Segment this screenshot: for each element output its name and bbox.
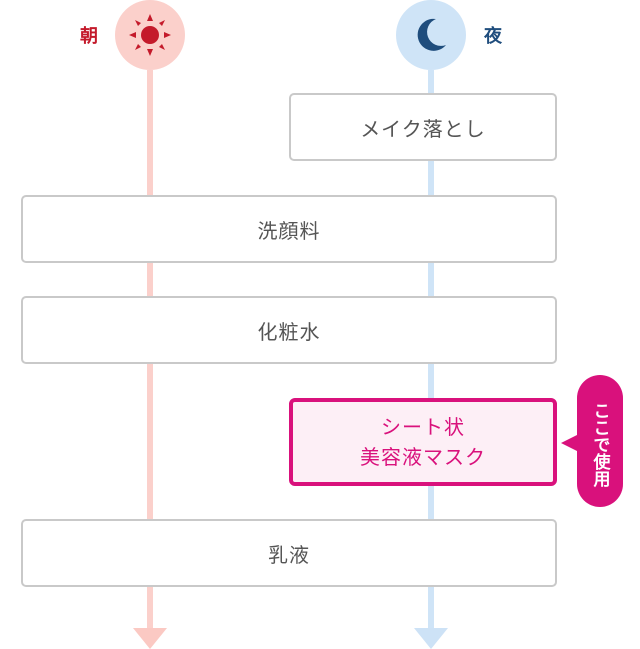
step-face-wash-label: 洗顔料 [257, 218, 321, 243]
badge-pointer-icon [561, 434, 579, 452]
use-here-badge-text: ここで使用 [589, 401, 610, 487]
night-arrow-down-icon [414, 628, 448, 649]
step-makeup-removal-label: メイク落とし [360, 116, 486, 141]
night-label: 夜 [484, 26, 502, 47]
step-sheet-mask-line1: シート状 [381, 415, 465, 439]
step-milk-label: 乳液 [268, 542, 310, 567]
moon-icon [417, 18, 446, 51]
step-toner: 化粧水 [21, 296, 557, 364]
morning-circle [115, 0, 185, 70]
use-here-badge: ここで使用 [577, 375, 623, 507]
morning-label: 朝 [80, 26, 98, 47]
step-sheet-mask: シート状 美容液マスク [289, 398, 557, 486]
step-makeup-removal: メイク落とし [289, 93, 557, 161]
morning-arrow-down-icon [133, 628, 167, 649]
sun-icon [129, 14, 171, 56]
step-sheet-mask-line2: 美容液マスク [360, 445, 486, 469]
step-milk: 乳液 [21, 519, 557, 587]
night-circle [396, 0, 466, 70]
step-toner-label: 化粧水 [257, 319, 321, 344]
step-face-wash: 洗顔料 [21, 195, 557, 263]
